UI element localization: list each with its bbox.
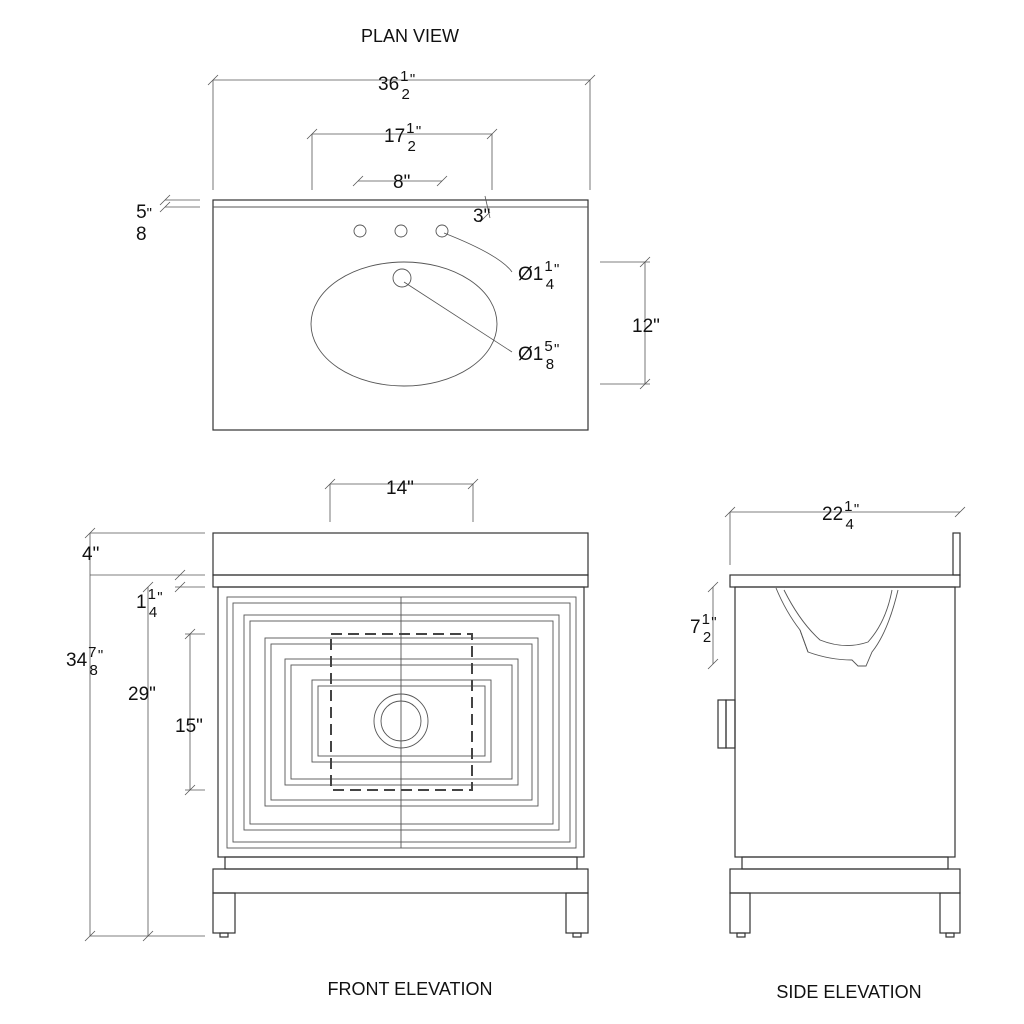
drain-leader [403, 281, 513, 353]
faucet-hole-left [353, 224, 367, 238]
leg-right [565, 892, 589, 934]
sink-bowl [310, 261, 498, 387]
dim-basin-height: 15" [175, 716, 203, 737]
plan-dimensions [159, 74, 651, 390]
side-base-rail [741, 856, 949, 870]
dim-backsplash-thickness: 5"8 [136, 202, 152, 245]
backsplash [212, 532, 589, 576]
pipe-outer [373, 693, 429, 749]
dim-bowl-depth-plan: 12" [632, 316, 660, 337]
side-cabinet [734, 586, 956, 858]
door-panel-outer [226, 596, 577, 849]
dim-hole-spacing: 8" [393, 172, 410, 193]
door-handle [725, 699, 736, 749]
front-dimensions [84, 478, 479, 942]
front-elevation [212, 532, 589, 938]
side-bowl-profile [775, 587, 899, 667]
plan-view-label: PLAN VIEW [361, 26, 459, 46]
leg-left [212, 892, 236, 934]
faucet-hole-right [435, 224, 449, 238]
door-handle-plate [717, 699, 727, 749]
side-base-frame [729, 868, 961, 894]
drain-hole [392, 268, 412, 288]
side-elevation [717, 532, 961, 938]
countertop-outline [212, 199, 589, 431]
hole-leader [443, 232, 513, 273]
hidden-basin-outline [330, 633, 473, 791]
pipe-inner [380, 700, 422, 742]
plan-view [212, 199, 589, 431]
side-elevation-label: SIDE ELEVATION [776, 982, 921, 1002]
countertop-front [212, 574, 589, 588]
base-frame [212, 868, 589, 894]
side-backsplash [952, 532, 961, 576]
side-dimensions [707, 506, 966, 670]
side-countertop [729, 574, 961, 588]
dim-backsplash-height: 4" [82, 544, 99, 565]
dim-counter-height: 29" [128, 684, 156, 705]
dim-hole-offset: 3" [473, 206, 490, 227]
base-rail [224, 856, 578, 870]
dim-basin-width: 14" [386, 478, 414, 499]
faucet-hole-center [394, 224, 408, 238]
front-elevation-label: FRONT ELEVATION [327, 979, 492, 999]
